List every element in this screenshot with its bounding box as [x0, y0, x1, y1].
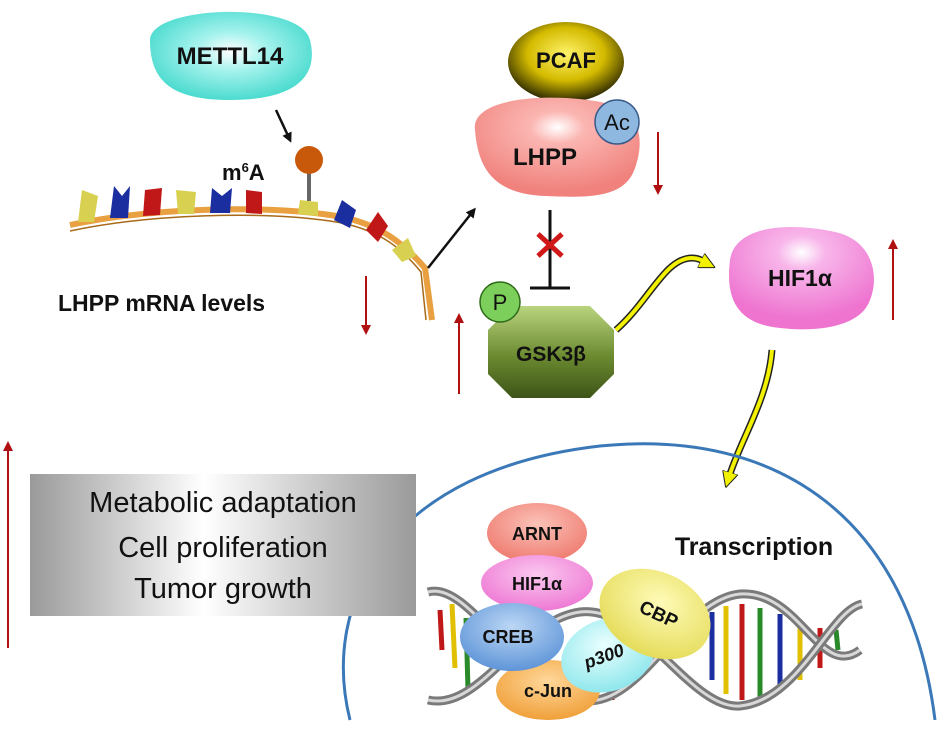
hif1a-complex-node: HIF1α: [481, 555, 593, 611]
creb-label: CREB: [482, 627, 533, 647]
transcription-label: Transcription: [675, 533, 833, 561]
phospho-group: [479, 281, 521, 323]
rna-bases: [78, 186, 416, 262]
hif1a-complex-label: HIF1α: [512, 574, 562, 594]
arnt-node: ARNT: [487, 503, 587, 563]
lhpp-label: LHPP: [513, 144, 577, 171]
acetyl-group: [594, 99, 640, 145]
mettl14-to-m6a-arrow: [274, 109, 292, 143]
transcription-complex: ARNT HIF1α c-Jun p300 CBP CREB: [460, 503, 711, 720]
pcaf-node: PCAF: [508, 22, 624, 102]
outcome-cell-proliferation: Cell proliferation: [118, 532, 328, 564]
gsk3b-to-hif1a-arrow-fill: [614, 255, 709, 332]
outcome-metabolic-adaptation: Metabolic adaptation: [89, 487, 357, 519]
mettl14-node: METTL14: [150, 11, 312, 100]
m6a-label: m6A: [222, 160, 265, 185]
mettl14-label: METTL14: [177, 43, 284, 70]
hif1a-to-nucleus-arrow-fill: [726, 349, 774, 481]
m6a-methyl-group: [295, 146, 323, 174]
lhpp-mrna: m6A: [69, 146, 435, 321]
lhpp-node: LHPP Ac: [474, 97, 640, 197]
mrna-to-lhpp-arrow: [427, 207, 476, 269]
hif1a-node: HIF1α: [728, 227, 874, 330]
blocked-x-icon: [536, 232, 564, 258]
p-label: P: [493, 290, 508, 315]
hif1a-label: HIF1α: [768, 265, 832, 291]
cbp-node: CBP: [599, 568, 711, 660]
outcomes-box: Metabolic adaptation Cell proliferation …: [30, 474, 416, 616]
gsk3b-label: GSK3β: [516, 343, 586, 366]
gsk3b-node: GSK3β P: [479, 281, 614, 398]
ac-label: Ac: [604, 110, 630, 135]
mrna-levels-label: LHPP mRNA levels: [58, 290, 265, 316]
outcome-tumor-growth: Tumor growth: [134, 573, 312, 605]
lhpp-inhibits-gsk3b: [530, 210, 570, 290]
arnt-label: ARNT: [512, 524, 562, 544]
creb-node: CREB: [460, 603, 564, 671]
pcaf-label: PCAF: [536, 48, 596, 73]
cjun-label: c-Jun: [524, 681, 572, 701]
gsk3b-to-hif1a-arrow: [613, 258, 708, 333]
